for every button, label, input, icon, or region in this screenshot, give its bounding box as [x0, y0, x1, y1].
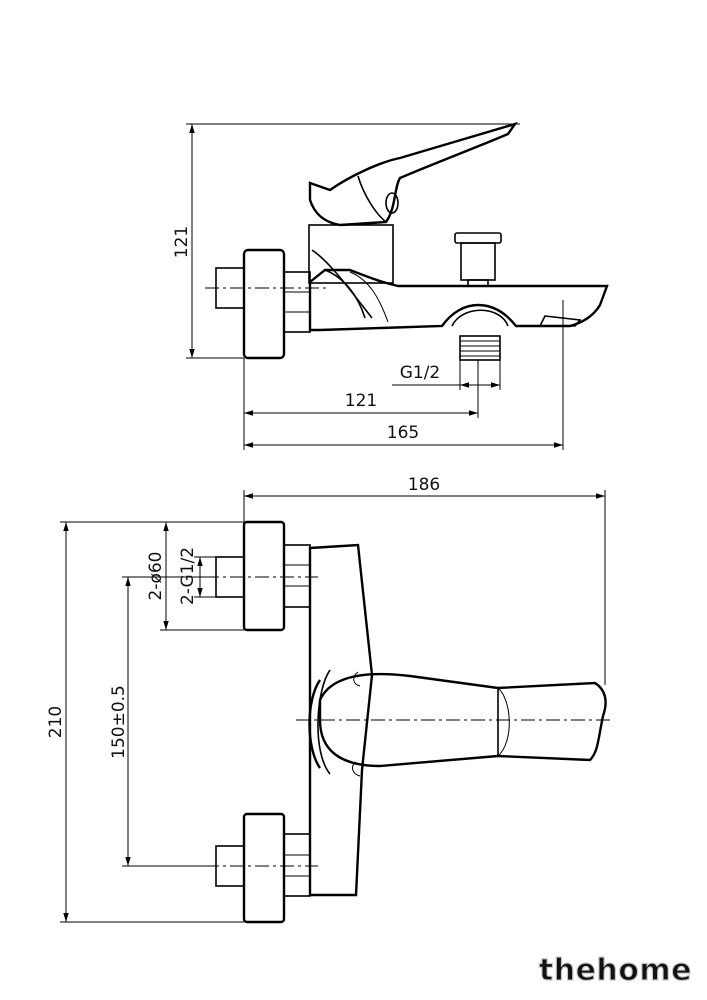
side-outlet-dome: [451, 309, 509, 327]
dim-side-height: 121: [172, 226, 192, 258]
side-body-curve-3: [349, 271, 389, 323]
side-spout-tip: [538, 315, 582, 327]
side-wall-flange: [242, 248, 286, 360]
dim-inlet-diameter: 2-ø60: [146, 552, 166, 601]
side-cartridge-column: [308, 224, 394, 284]
dim-inlet-thread: 2-G1/2: [178, 547, 198, 605]
dim-center-distance: 150±0.5: [109, 685, 129, 759]
dim-total-depth: 165: [387, 423, 419, 443]
watermark-logo: thehome: [539, 953, 692, 988]
front-mixer-body: [308, 543, 374, 897]
front-handle-cap-left: [308, 679, 322, 769]
side-mixer-body: [308, 268, 609, 332]
dim-inlet-to-outlet: 121: [345, 391, 377, 411]
front-handle-notch-top: [353, 671, 361, 687]
dim-front-width: 186: [408, 475, 440, 495]
side-outlet-thread: [459, 335, 501, 361]
side-handle-lever-edge: [357, 175, 387, 223]
side-body-curve-2: [324, 269, 366, 319]
side-view: 121 G1/2 121 165: [172, 121, 609, 450]
front-top-inlet: [205, 520, 318, 632]
front-handle-cap-inner: [317, 669, 331, 775]
side-handle-screw: [385, 192, 399, 214]
side-diverter-knob: [454, 232, 502, 287]
dim-outlet-thread: G1/2: [400, 363, 441, 383]
side-handle: [308, 121, 518, 227]
front-handle-notch-bottom: [352, 761, 361, 777]
front-handle-lever: [318, 672, 607, 768]
side-hex-nut: [283, 271, 311, 333]
side-body-curve: [311, 249, 373, 319]
front-handle-split-curve: [497, 687, 510, 757]
dim-front-height: 210: [46, 706, 66, 738]
front-bottom-inlet: [205, 812, 318, 924]
front-view: 186 210 150±0.5 2-ø60 2-G1/2: [46, 475, 612, 924]
